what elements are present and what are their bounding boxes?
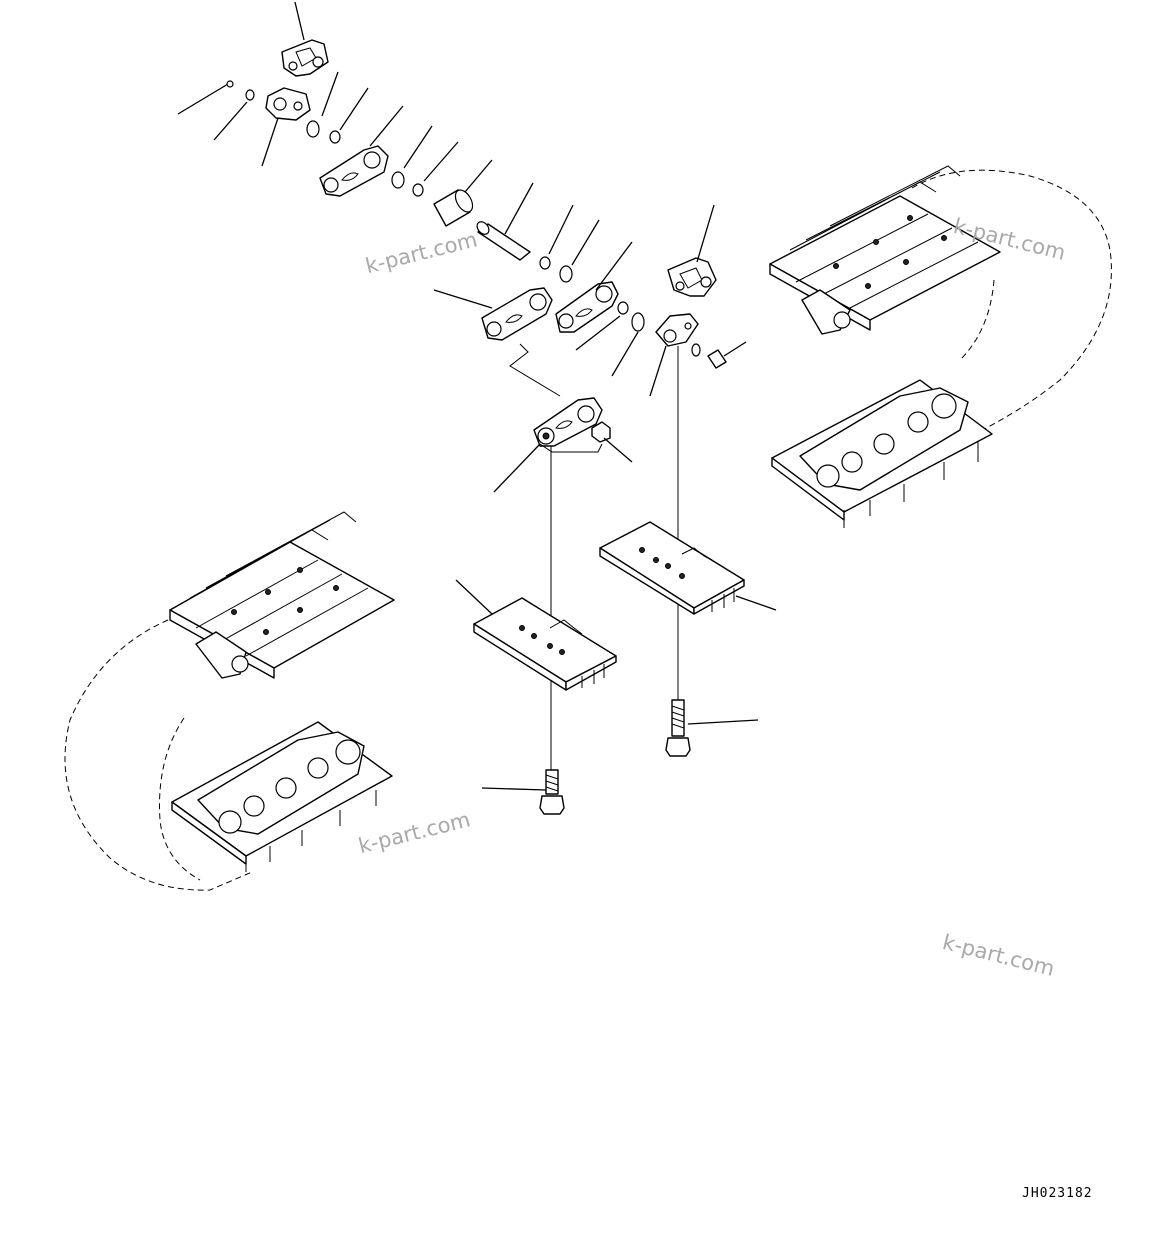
- snap-ring-small: [245, 89, 255, 101]
- leader-line: [575, 315, 621, 351]
- leader-line: [261, 117, 279, 167]
- assembly-line: [509, 343, 561, 397]
- track-shoe-left: [473, 597, 617, 691]
- small-pin-right: [707, 341, 747, 369]
- drawing-number: JH023182: [1022, 1186, 1093, 1201]
- master-link-lock-right: [655, 313, 699, 347]
- leader-line: [687, 719, 759, 725]
- track-pin: [476, 221, 531, 261]
- assembly-line: [539, 443, 603, 453]
- seal-ring-4: [617, 301, 645, 332]
- leader-line: [696, 204, 715, 263]
- leader-line: [423, 141, 459, 182]
- leader-line: [735, 595, 777, 611]
- leader-line: [213, 101, 248, 141]
- snap-ring-right: [691, 343, 701, 357]
- track-assembly-upper-right: [769, 165, 1112, 528]
- master-link: [533, 397, 603, 447]
- leader-line: [493, 443, 541, 493]
- master-link-lock: [265, 87, 311, 121]
- leader-line: [548, 204, 574, 255]
- shoe-bolt-left: [539, 769, 565, 815]
- leader-line: [504, 182, 534, 235]
- master-link-cover-top: [281, 39, 329, 77]
- shoe-bolt-right: [665, 699, 691, 757]
- leader-line: [571, 219, 600, 266]
- leader-line: [369, 105, 404, 147]
- leader-line: [464, 159, 493, 193]
- leader-line: [649, 345, 667, 397]
- leader-line: [433, 289, 493, 309]
- leader-line: [321, 71, 339, 117]
- seal-ring-2: [391, 171, 424, 197]
- track-shoe-right: [599, 521, 745, 615]
- leader-line: [595, 241, 633, 291]
- leader-line: [455, 579, 493, 615]
- seal-ring-3: [539, 256, 573, 283]
- leader-line: [481, 787, 547, 791]
- leader-line: [603, 437, 633, 463]
- track-link-middle-right: [555, 281, 619, 333]
- bushing: [433, 189, 474, 227]
- leader-line: [294, 1, 305, 41]
- nut-block: [591, 421, 611, 443]
- leader-line: [403, 125, 433, 169]
- track-link-middle-left: [481, 287, 553, 341]
- seal-ring-1: [306, 120, 341, 144]
- leader-line: [611, 331, 639, 377]
- master-link-cover-right: [667, 257, 717, 297]
- track-assembly-lower-left: [64, 511, 395, 891]
- small-pin-left: [177, 80, 234, 115]
- leader-line: [339, 87, 369, 131]
- track-link-upper: [319, 145, 389, 197]
